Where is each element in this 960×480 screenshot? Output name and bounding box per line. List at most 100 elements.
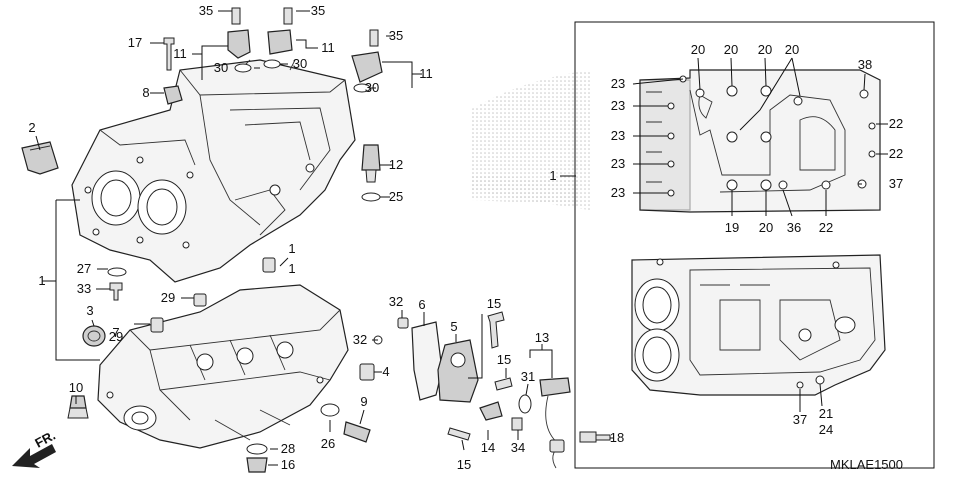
figure-code: MKLAE1500 bbox=[830, 457, 903, 472]
sensor-30-top-left bbox=[227, 7, 252, 73]
cap-7 bbox=[82, 325, 106, 347]
bolt-18 bbox=[579, 431, 611, 443]
callout-6: 6 bbox=[418, 297, 425, 312]
bolt-15-low bbox=[447, 427, 471, 441]
callout-38: 38 bbox=[858, 57, 872, 72]
callout-7: 7 bbox=[112, 325, 119, 340]
watermark-wing bbox=[470, 70, 590, 210]
pin-32-top bbox=[397, 317, 409, 329]
detail-frame bbox=[574, 21, 935, 469]
washer-26 bbox=[320, 403, 340, 417]
callout-20: 20 bbox=[785, 42, 799, 57]
callout-11: 11 bbox=[321, 40, 335, 55]
front-direction-arrow bbox=[12, 444, 56, 468]
dowel-4 bbox=[359, 363, 375, 381]
upper-crankcase-top-view bbox=[639, 69, 881, 213]
callout-15: 15 bbox=[457, 457, 471, 472]
bolt-17 bbox=[163, 37, 175, 71]
gasket-6 bbox=[411, 321, 443, 401]
callout-22: 22 bbox=[889, 146, 903, 161]
callout-12: 12 bbox=[389, 157, 403, 172]
pump-5 bbox=[437, 339, 479, 403]
bolt-34 bbox=[511, 417, 523, 431]
callout-34: 34 bbox=[511, 440, 525, 455]
callout-23: 23 bbox=[611, 76, 625, 91]
callout-5: 5 bbox=[450, 319, 457, 334]
callout-33: 33 bbox=[77, 281, 91, 296]
washer-27 bbox=[107, 267, 127, 277]
callout-18: 18 bbox=[610, 430, 624, 445]
sensor-30-top-mid bbox=[263, 7, 293, 69]
callout-2: 2 bbox=[28, 120, 35, 135]
callout-21: 21 bbox=[819, 406, 833, 421]
callout-20: 20 bbox=[724, 42, 738, 57]
bracket-14 bbox=[479, 401, 503, 421]
lower-crankcase-bottom-view bbox=[631, 254, 886, 396]
callout-17: 17 bbox=[128, 35, 142, 50]
bracket-2 bbox=[21, 141, 59, 175]
switch-12 bbox=[361, 144, 381, 202]
callout-22: 22 bbox=[889, 116, 903, 131]
sensor-9 bbox=[343, 421, 371, 443]
callout-23: 23 bbox=[611, 185, 625, 200]
callout-23: 23 bbox=[611, 128, 625, 143]
switch-10 bbox=[67, 395, 89, 419]
leader-lines-right bbox=[560, 57, 888, 412]
callout-9: 9 bbox=[360, 394, 367, 409]
callout-29: 29 bbox=[109, 329, 123, 344]
callout-37: 37 bbox=[889, 176, 903, 191]
callout-25: 25 bbox=[389, 189, 403, 204]
callout-20: 20 bbox=[758, 42, 772, 57]
callout-30: 30 bbox=[214, 60, 228, 75]
callout-1: 1 bbox=[288, 261, 295, 276]
callout-16: 16 bbox=[281, 457, 295, 472]
callout-15: 15 bbox=[497, 352, 511, 367]
callout-24: 24 bbox=[819, 422, 833, 437]
upper-crankcase bbox=[71, 59, 356, 283]
callout-30: 30 bbox=[293, 56, 307, 71]
callout-10: 10 bbox=[69, 380, 83, 395]
washer-28 bbox=[246, 443, 268, 455]
bolt-33 bbox=[109, 282, 123, 301]
callout-1: 1 bbox=[549, 168, 556, 183]
dowel-29-low bbox=[150, 317, 164, 333]
lower-crankcase bbox=[97, 284, 349, 449]
callout-31: 31 bbox=[521, 369, 535, 384]
front-direction-label: FR. bbox=[32, 428, 58, 451]
callout-37: 37 bbox=[793, 412, 807, 427]
bolt-15-mid bbox=[494, 377, 513, 391]
callout-32: 32 bbox=[389, 294, 403, 309]
callout-27: 27 bbox=[77, 261, 91, 276]
callout-23: 23 bbox=[611, 98, 625, 113]
callout-35: 35 bbox=[389, 28, 403, 43]
callout-1: 1 bbox=[288, 241, 295, 256]
dowel-3 bbox=[193, 293, 207, 307]
callout-23: 23 bbox=[611, 156, 625, 171]
callout-35: 35 bbox=[311, 3, 325, 18]
callout-32: 32 bbox=[353, 332, 367, 347]
callout-4: 4 bbox=[382, 364, 389, 379]
callout-22: 22 bbox=[819, 220, 833, 235]
bolt-15-upper bbox=[487, 311, 505, 349]
sensor-13 bbox=[539, 377, 571, 469]
sensor-30-right bbox=[351, 29, 383, 93]
callout-26: 26 bbox=[321, 436, 335, 451]
dowel-29-top bbox=[262, 257, 276, 273]
callout-20: 20 bbox=[691, 42, 705, 57]
callout-19: 19 bbox=[725, 220, 739, 235]
callout-35: 35 bbox=[199, 3, 213, 18]
plug-16 bbox=[246, 457, 268, 473]
clip-8 bbox=[163, 85, 183, 105]
callout-3: 3 bbox=[86, 303, 93, 318]
callout-15: 15 bbox=[487, 296, 501, 311]
callout-30: 30 bbox=[365, 80, 379, 95]
callout-13: 13 bbox=[535, 330, 549, 345]
callout-11: 11 bbox=[419, 66, 433, 81]
callout-28: 28 bbox=[281, 441, 295, 456]
oring-31 bbox=[518, 394, 532, 414]
callout-20: 20 bbox=[759, 220, 773, 235]
callout-14: 14 bbox=[481, 440, 495, 455]
